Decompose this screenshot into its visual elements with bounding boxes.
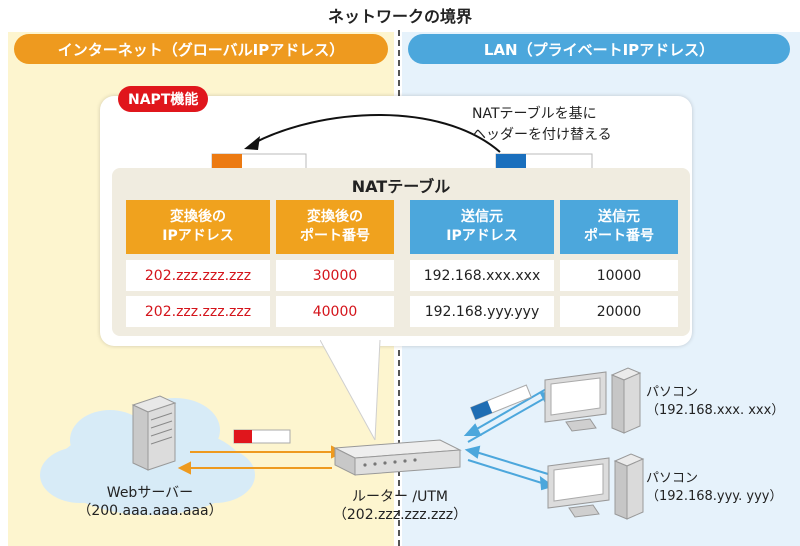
header-line: 送信元 bbox=[598, 209, 640, 225]
napt-note-line1: NATテーブルを基に bbox=[472, 106, 597, 122]
napt-function-label: NAPT機能 bbox=[118, 86, 209, 112]
router-name: ルーター /UTM bbox=[351, 489, 449, 505]
header-line: ポート番号 bbox=[300, 228, 370, 244]
napt-note: NATテーブルを基に ヘッダーを付け替える bbox=[472, 104, 682, 146]
table-cell: 192.168.xxx.xxx bbox=[410, 260, 554, 291]
table-cell: 202.zzz.zzz.zzz bbox=[126, 296, 270, 327]
header-line: 送信元 bbox=[460, 209, 503, 225]
table-cell: 202.zzz.zzz.zzz bbox=[126, 260, 270, 291]
web-server-address: （200.aaa.aaa.aaa） bbox=[77, 503, 223, 519]
internet-zone-header: インターネット（グローバルIPアドレス） bbox=[14, 34, 388, 64]
pc-icon-2 bbox=[547, 453, 645, 520]
header-line: ポート番号 bbox=[584, 228, 654, 244]
router-address: （202.zzz.zzz.zzz） bbox=[332, 507, 468, 523]
pc2-name: パソコン bbox=[646, 471, 699, 486]
rewrite-arrow bbox=[251, 114, 501, 153]
table-cell: 40000 bbox=[276, 296, 394, 327]
header-source-port: 送信元ポート番号 bbox=[560, 200, 678, 254]
header-source-ip: 送信元 IPアドレス bbox=[410, 200, 554, 254]
table-cell: 20000 bbox=[560, 296, 678, 327]
router-icon bbox=[333, 439, 462, 476]
packet-icon-lan bbox=[470, 384, 532, 421]
table-cell: 192.168.yyy.yyy bbox=[410, 296, 554, 327]
web-server-caption: Webサーバー （200.aaa.aaa.aaa） bbox=[62, 484, 238, 520]
pc1-address: （192.168.xxx. xxx） bbox=[646, 403, 785, 418]
header-line: 変換後の bbox=[307, 209, 363, 225]
pc1-name: パソコン bbox=[646, 385, 699, 400]
pc1-caption: パソコン （192.168.xxx. xxx） bbox=[646, 384, 796, 420]
header-translated-ip: 変換後の IPアドレス bbox=[126, 200, 270, 254]
napt-note-line2: ヘッダーを付け替える bbox=[472, 127, 612, 143]
packet-icon-internet bbox=[233, 429, 291, 444]
router-caption: ルーター /UTM （202.zzz.zzz.zzz） bbox=[316, 488, 484, 524]
table-cell: 10000 bbox=[560, 260, 678, 291]
pc2-caption: パソコン （192.168.yyy. yyy） bbox=[646, 470, 796, 506]
web-server-name: Webサーバー bbox=[106, 485, 194, 501]
header-line: 変換後の bbox=[169, 209, 226, 225]
table-cell: 30000 bbox=[276, 260, 394, 291]
lan-zone-header: LAN（プライベートIPアドレス） bbox=[408, 34, 790, 64]
pc-icon-1 bbox=[544, 367, 642, 434]
web-server-icon bbox=[131, 395, 177, 471]
header-line: IPアドレス bbox=[162, 228, 234, 244]
header-line: IPアドレス bbox=[446, 228, 518, 244]
nat-table-title: NATテーブル bbox=[351, 177, 451, 196]
rewrite-arrowhead bbox=[244, 136, 260, 150]
boundary-title: ネットワークの境界 bbox=[327, 7, 472, 26]
callout-tail bbox=[320, 340, 381, 441]
header-translated-port: 変換後のポート番号 bbox=[276, 200, 394, 254]
pc2-address: （192.168.yyy. yyy） bbox=[646, 489, 783, 504]
